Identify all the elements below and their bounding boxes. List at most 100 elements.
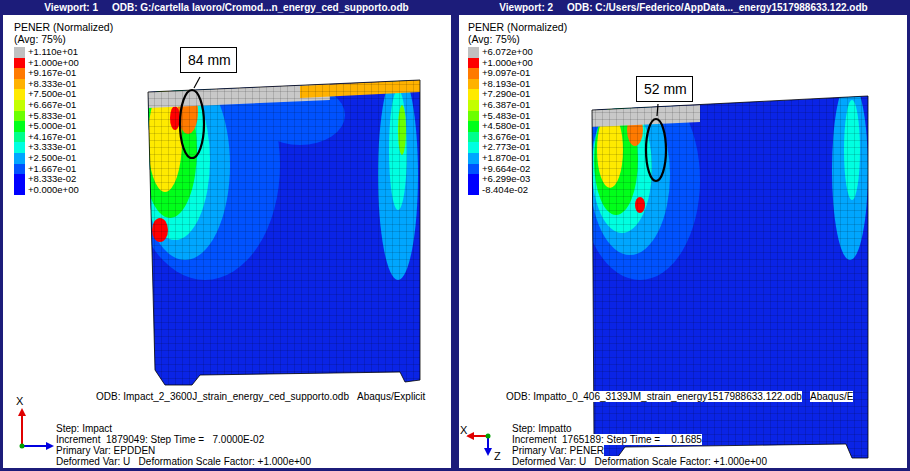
dimension-value: 84 mm: [188, 52, 231, 68]
legend-title: PENER (Normalized): [468, 22, 567, 34]
legend-row: +3.333e-01: [14, 142, 76, 153]
legend-swatch: [468, 68, 479, 79]
legend-value: +6.667e-01: [28, 100, 76, 111]
legend-value: +3.333e-01: [28, 142, 76, 153]
legend-swatch: [14, 185, 25, 196]
step-info: Deformed Var: U Deformation Scale Factor…: [512, 456, 767, 467]
solver-name: Abaqus/Explicit: [357, 391, 425, 402]
legend-swatch: [468, 111, 479, 122]
legend-row: +3.676e-01: [468, 132, 530, 143]
legend-swatch: [468, 174, 479, 185]
legend-row: +9.167e-01: [14, 68, 76, 79]
legend-row: -8.404e-02: [468, 185, 528, 196]
axis-label: Z: [494, 450, 501, 462]
legend-swatch: [14, 153, 25, 164]
step-info: Increment 1879049: Step Time = 7.0000E-0…: [56, 434, 264, 445]
legend-title: PENER (Normalized): [14, 22, 113, 34]
legend-value: +9.664e-02: [482, 164, 530, 175]
legend-row: +7.290e-01: [468, 89, 530, 100]
dimension-callout: 52 mm: [636, 76, 693, 102]
legend-row: +4.167e-01: [14, 132, 76, 143]
legend-row: +1.000e+00: [14, 58, 79, 69]
legend-swatch: [468, 185, 479, 196]
legend-value: +2.773e-01: [482, 142, 530, 153]
axis-label: X: [460, 424, 467, 436]
legend-value: +6.299e-03: [482, 174, 530, 185]
legend-value: +1.000e+00: [28, 58, 79, 69]
dimension-value: 52 mm: [644, 81, 687, 97]
legend-value: +5.000e-01: [28, 121, 76, 132]
legend-row: +5.483e-01: [468, 111, 530, 122]
legend-row: +7.500e-01: [14, 89, 76, 100]
legend-swatch: [468, 100, 479, 111]
step-info: Increment 1765189: Step Time = 0.1685: [512, 434, 702, 445]
step-info: Primary Var: PENER: [512, 445, 604, 456]
legend-swatch: [468, 47, 479, 58]
legend-row: +6.299e-03: [468, 174, 530, 185]
step-info: Deformed Var: U Deformation Scale Factor…: [56, 456, 311, 467]
viewport-title-bar: Viewport: 1 ODB: G:/cartella lavoro/Crom…: [0, 0, 453, 15]
viewport-title: Viewport: 1 ODB: G:/cartella lavoro/Crom…: [44, 2, 408, 13]
legend-value: +8.193e-01: [482, 79, 530, 90]
legend-value: +2.500e-01: [28, 153, 76, 164]
legend-row: +5.000e-01: [14, 121, 76, 132]
legend-row: +1.000e+00: [468, 58, 533, 69]
legend-swatch: [14, 142, 25, 153]
legend-subtitle: (Avg: 75%): [14, 34, 66, 46]
legend-value: +9.097e-01: [482, 68, 530, 79]
legend-row: +6.667e-01: [14, 100, 76, 111]
legend-value: +6.387e-01: [482, 100, 530, 111]
legend-row: +6.072e+00: [468, 47, 533, 58]
legend-value: +9.167e-01: [28, 68, 76, 79]
legend-swatch: [468, 58, 479, 69]
step-info: Step: Impatto: [512, 423, 571, 434]
legend-swatch: [14, 121, 25, 132]
legend-value: +3.676e-01: [482, 132, 530, 143]
legend-swatch: [14, 47, 25, 58]
legend-value: +5.483e-01: [482, 111, 530, 122]
legend-swatch: [468, 89, 479, 100]
legend-value: +1.667e-01: [28, 164, 76, 175]
legend-swatch: [14, 79, 25, 90]
legend-row: +4.580e-01: [468, 121, 530, 132]
legend-swatch: [14, 68, 25, 79]
legend-swatch: [14, 89, 25, 100]
legend-value: +6.072e+00: [482, 47, 533, 58]
viewport-title-bar: Viewport: 2 ODB: C:/Users/Federico/AppDa…: [457, 0, 910, 15]
legend-row: +6.387e-01: [468, 100, 530, 111]
legend-row: +8.333e-01: [14, 79, 76, 90]
legend-swatch: [14, 132, 25, 143]
legend-swatch: [468, 153, 479, 164]
legend-swatch: [14, 58, 25, 69]
step-info: Step: Impact: [56, 423, 112, 434]
legend-row: +8.333e-02: [14, 174, 76, 185]
viewport-title: Viewport: 2 ODB: C:/Users/Federico/AppDa…: [499, 2, 867, 13]
odb-name: ODB: Impatto_0_406_3139JM_strain_energy1…: [506, 391, 802, 402]
legend-swatch: [14, 164, 25, 175]
legend-row: +5.833e-01: [14, 111, 76, 122]
legend-row: +9.664e-02: [468, 164, 530, 175]
legend-subtitle: (Avg: 75%): [468, 34, 520, 46]
legend-swatch: [468, 121, 479, 132]
dimension-callout: 84 mm: [180, 47, 237, 73]
legend-swatch: [468, 142, 479, 153]
legend-swatch: [468, 164, 479, 175]
legend-swatch: [14, 174, 25, 185]
legend-row: +8.193e-01: [468, 79, 530, 90]
legend-value: +5.833e-01: [28, 111, 76, 122]
odb-name: ODB: Impact_2_3600J_strain_energy_ced_su…: [96, 391, 349, 402]
legend-value: +1.000e+00: [482, 58, 533, 69]
legend-row: +2.500e-01: [14, 153, 76, 164]
legend-swatch: [468, 132, 479, 143]
legend-value: +8.333e-02: [28, 174, 76, 185]
legend-row: +9.097e-01: [468, 68, 530, 79]
legend-swatch: [14, 111, 25, 122]
legend-value: +0.000e+00: [28, 185, 79, 196]
legend-value: +4.580e-01: [482, 121, 530, 132]
solver-name: Abaqus/E: [810, 391, 853, 402]
legend-row: +1.667e-01: [14, 164, 76, 175]
legend-value: +4.167e-01: [28, 132, 76, 143]
legend-row: +1.870e-01: [468, 153, 530, 164]
legend-value: +1.870e-01: [482, 153, 530, 164]
